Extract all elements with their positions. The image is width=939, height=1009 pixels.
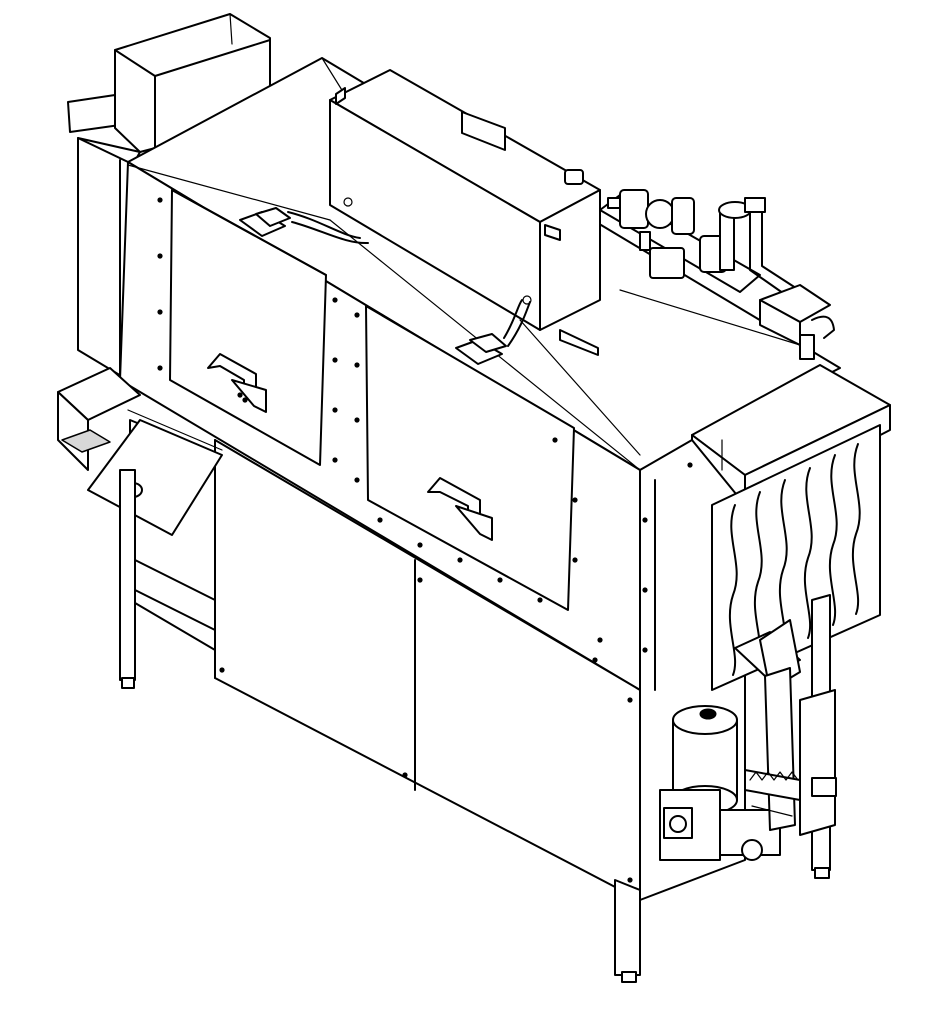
rivet (642, 647, 648, 653)
rivet (242, 397, 248, 403)
rivet (377, 517, 383, 523)
rivets (157, 197, 693, 883)
rivet (354, 312, 360, 318)
rivet (219, 667, 225, 673)
rivet (627, 877, 633, 883)
rivet (157, 365, 163, 371)
drive-linkage (734, 619, 837, 836)
rivet (627, 697, 633, 703)
left-door-handle (207, 353, 267, 413)
curtain (711, 424, 881, 691)
rivet (642, 587, 648, 593)
left-door (169, 189, 327, 466)
rivet (402, 772, 408, 778)
rivet (417, 577, 423, 583)
rivet (157, 253, 163, 259)
right-door-handle (427, 477, 493, 541)
rivet (332, 357, 338, 363)
rivet (332, 407, 338, 413)
rivet (157, 197, 163, 203)
rivet (497, 577, 503, 583)
door-switch-left (239, 207, 369, 245)
valve-assembly (564, 169, 835, 360)
rivet (552, 437, 558, 443)
rivet (687, 462, 693, 468)
rivet (157, 309, 163, 315)
control-box (329, 69, 601, 356)
rivet (537, 597, 543, 603)
rivet (572, 557, 578, 563)
rivet (354, 477, 360, 483)
rivet (457, 557, 463, 563)
rivet (642, 517, 648, 523)
rivet (592, 657, 598, 663)
door-switch-right (455, 299, 531, 365)
rivet (597, 637, 603, 643)
rivet (237, 392, 243, 398)
rivet (572, 497, 578, 503)
rivet (354, 417, 360, 423)
rivet (332, 457, 338, 463)
right-door (365, 305, 575, 611)
loading-shelf (57, 367, 223, 536)
rivet (332, 297, 338, 303)
rivet (354, 362, 360, 368)
rivet (417, 542, 423, 548)
pump-motor (659, 705, 781, 861)
